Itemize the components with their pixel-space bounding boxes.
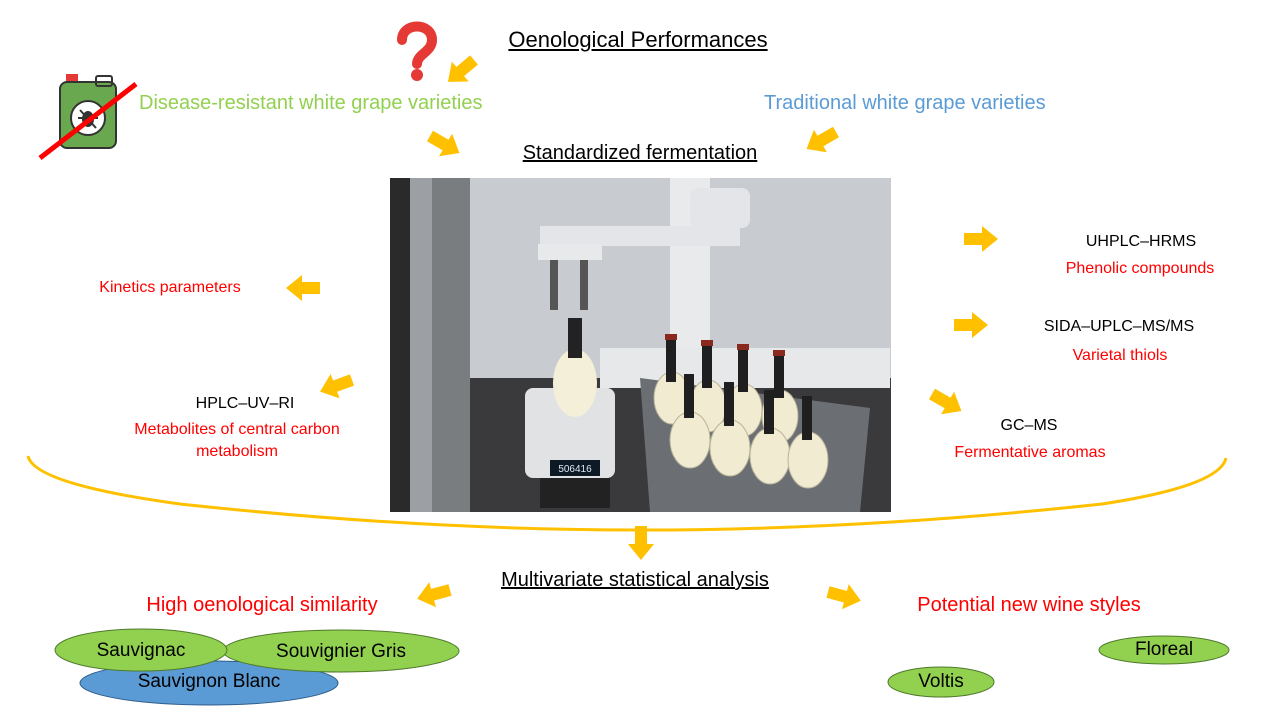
ellipse-voltis (887, 666, 995, 698)
kinetics-label: Kinetics parameters (99, 279, 241, 296)
sida-method-label: SIDA–UPLC–MS/MS (1043, 318, 1195, 335)
question-mark-icon (397, 21, 438, 81)
stats-label: Multivariate statistical analysis (501, 569, 769, 591)
fermentation-robot-photo: 506416 (390, 178, 891, 512)
variety-sauvignac: Sauvignac (96, 640, 186, 661)
variety-voltis: Voltis (918, 671, 964, 692)
process-label: Standardized fermentation (522, 142, 758, 164)
ellipse-sauvignac (54, 628, 228, 672)
gcms-target-label: Fermentative aromas (954, 444, 1106, 461)
variety-floreal: Floreal (1134, 639, 1194, 660)
outcome-new-styles: Potential new wine styles (917, 594, 1141, 616)
gcms-method-label: GC–MS (1000, 417, 1058, 434)
variety-sauvignon-blanc: Sauvignon Blanc (137, 671, 281, 692)
hplc-method-label: HPLC–UV–RI (195, 395, 295, 412)
instrument-display: 506416 (558, 464, 592, 475)
hplc-target-line1: Metabolites of central carbon (134, 421, 340, 438)
hplc-target-line2: metabolism (196, 443, 278, 460)
variety-souvignier-gris: Souvignier Gris (276, 641, 406, 662)
uhplc-method-label: UHPLC–HRMS (1085, 233, 1197, 250)
outcome-similarity: High oenological similarity (146, 594, 378, 616)
no-pesticide-icon (38, 74, 138, 160)
sida-target-label: Varietal thiols (1072, 347, 1168, 364)
input-traditional-varieties: Traditional white grape varieties (764, 92, 1046, 114)
uhplc-target-label: Phenolic compounds (1065, 260, 1215, 277)
grouping-bracket (26, 455, 1228, 532)
ellipse-floreal (1098, 635, 1230, 665)
input-resistant-varieties: Disease-resistant white grape varieties (139, 92, 483, 114)
title: Oenological Performances (508, 27, 768, 52)
